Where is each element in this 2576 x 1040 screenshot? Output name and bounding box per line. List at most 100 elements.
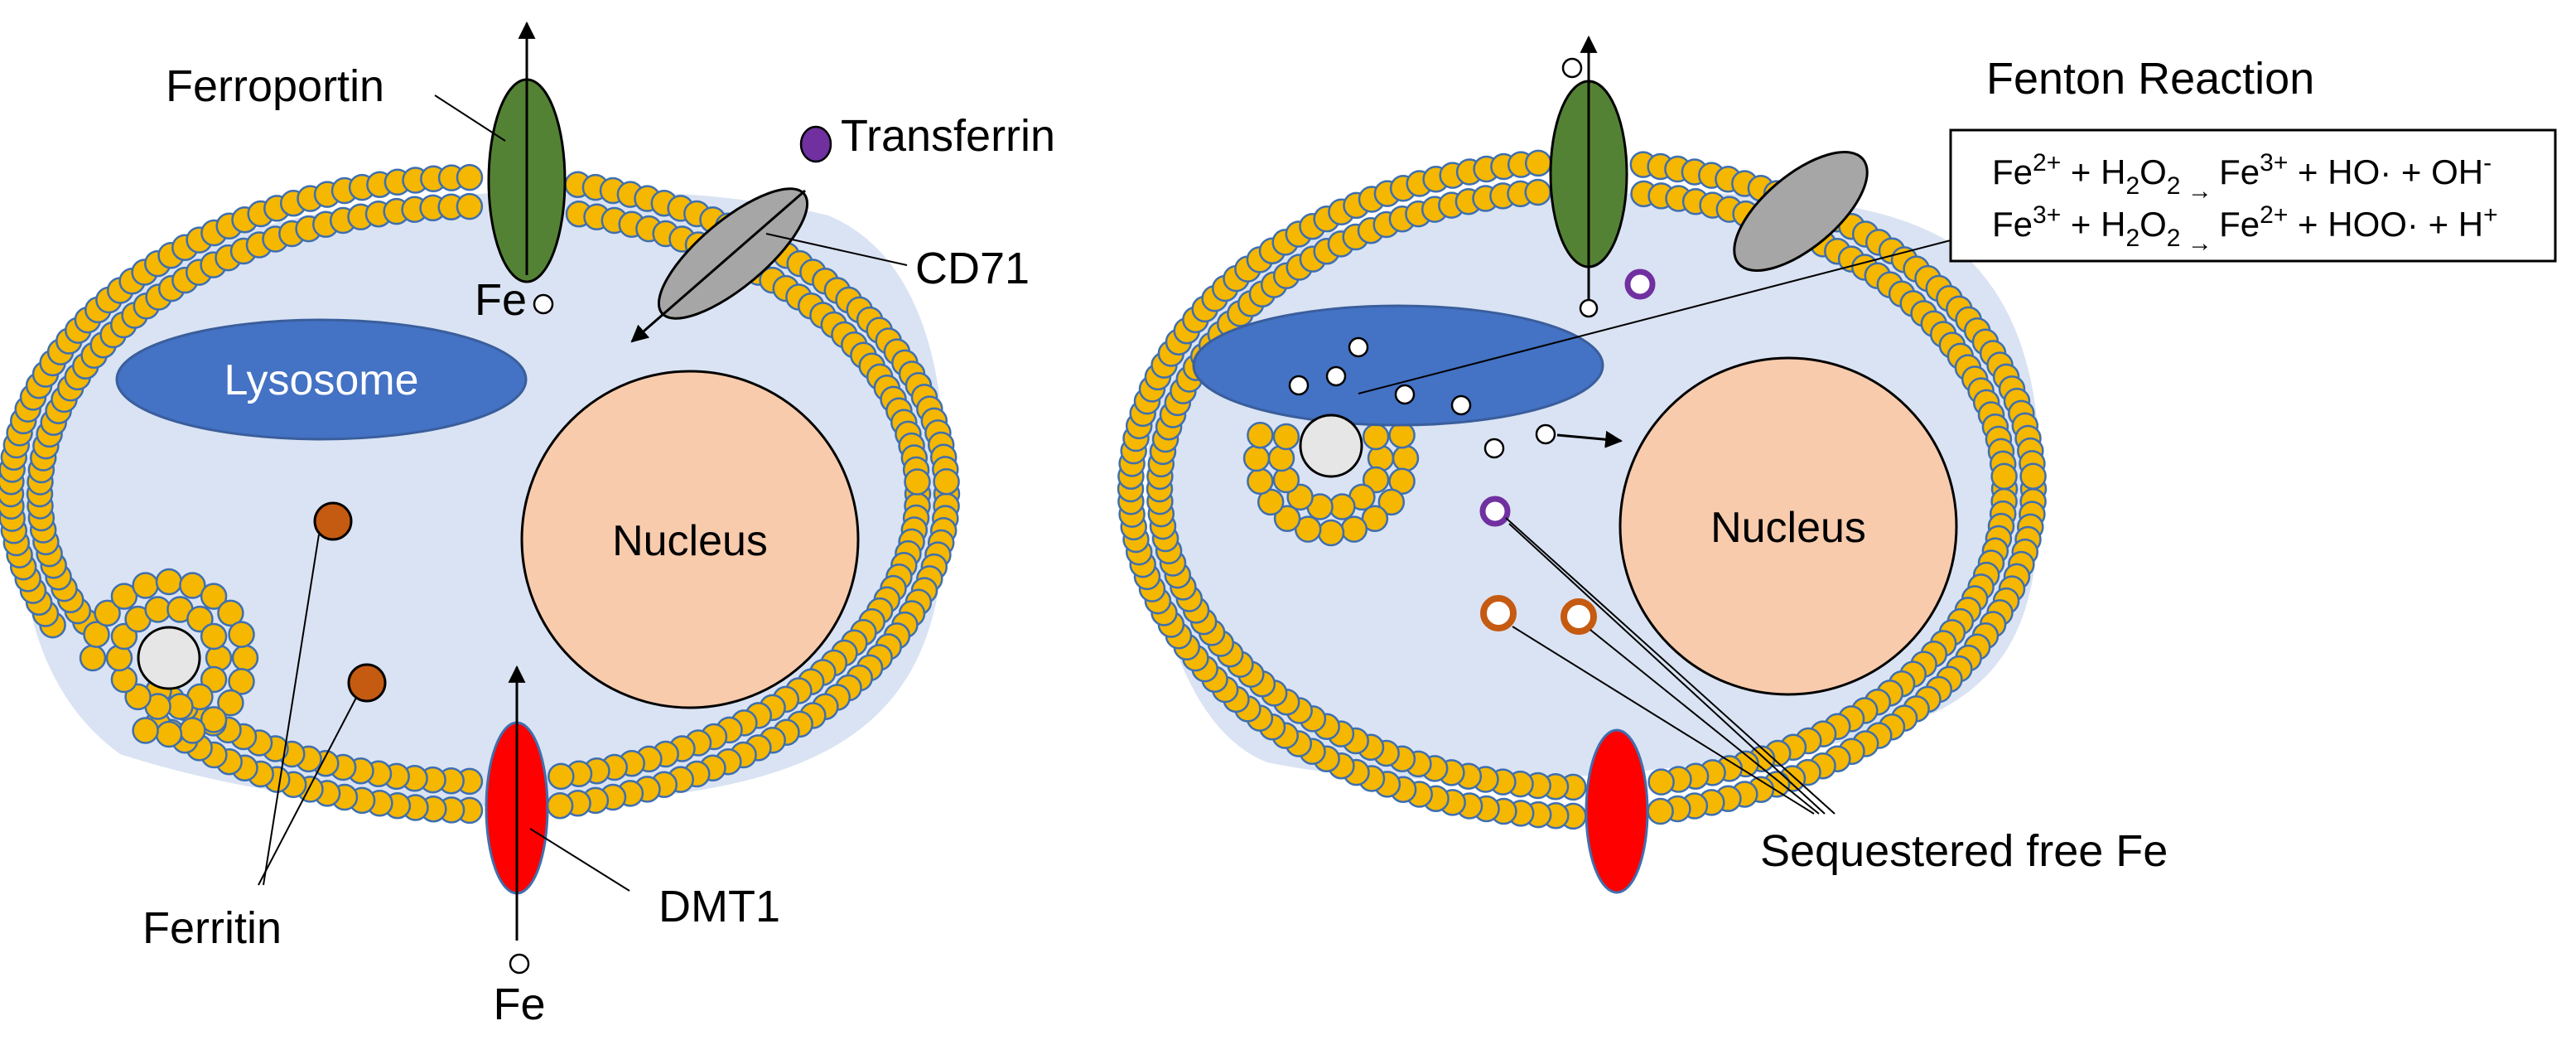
cd71-label: CD71	[915, 244, 1030, 293]
endosome-bead	[186, 605, 214, 633]
endosome-bead	[200, 665, 228, 694]
sequestered-leader-2	[1508, 523, 1826, 815]
right-cell: Nucleus Sequestered free Fe Fenton React…	[1117, 35, 2557, 894]
endosome-bead	[1392, 444, 1420, 472]
left-nucleus-label: Nucleus	[612, 517, 768, 565]
ferritin-2	[347, 663, 387, 703]
right-endosome-vesicle	[1299, 414, 1363, 478]
endosome-bead	[1377, 488, 1406, 516]
endosome-bead	[1388, 467, 1416, 496]
right-lysosome	[1192, 304, 1604, 427]
right-dmt1-channel	[1585, 728, 1649, 894]
endosome-bead	[1242, 444, 1271, 472]
free-fe-to-nucleus-arrow	[1556, 430, 1623, 448]
membrane-bead	[1524, 149, 1552, 177]
endosome-bead	[179, 572, 206, 599]
endosome-bead	[1247, 467, 1274, 496]
right-fe-below-ferroportin	[1579, 298, 1599, 318]
fe-label-bottom: Fe	[493, 980, 545, 1029]
endosome-bead	[1247, 421, 1274, 449]
left-lysosome-label: Lysosome	[224, 356, 418, 404]
endosome-bead	[132, 717, 159, 744]
transferrin-uptake-arrow	[630, 189, 806, 343]
endosome-bead	[228, 621, 255, 648]
endosome-bead	[1362, 466, 1390, 494]
endosome-bead	[179, 717, 206, 744]
left-endosome-vesicle	[137, 626, 201, 690]
right-fe-exported	[1561, 57, 1583, 79]
dmt1-label: DMT1	[658, 882, 780, 931]
endosome-bead	[94, 599, 121, 627]
endosome-bead	[228, 668, 255, 695]
sequestered-free-fe-label: Sequestered free Fe	[1760, 826, 2168, 876]
free-fe-3	[1535, 423, 1556, 445]
ferritin-1	[313, 501, 353, 541]
lysosome-fe-ion	[1450, 394, 1472, 416]
endosome-bead	[132, 572, 159, 599]
endosome-bead	[1294, 515, 1322, 543]
sequestered-leader-3	[1512, 626, 1815, 815]
lysosome-free-fe	[1288, 336, 1472, 416]
fenton-title: Fenton Reaction	[1986, 54, 2314, 104]
endosome-bead	[1286, 483, 1314, 511]
endosome-bead	[1257, 488, 1285, 516]
transferrin-molecule	[799, 125, 832, 163]
endosome-bead	[200, 706, 228, 733]
endosome-bead	[217, 689, 244, 717]
ferroportin-label: Ferroportin	[166, 61, 384, 111]
lysosome-fe-ion	[1288, 375, 1310, 396]
sequestered-ferritin-fe-1	[1480, 595, 1517, 631]
ferritin-leader-2	[258, 697, 357, 886]
sequestered-transferrin-fe	[1479, 496, 1511, 527]
membrane-bead	[548, 762, 575, 791]
membrane-bead	[933, 467, 960, 496]
endosome-bead	[110, 622, 138, 651]
membrane-bead	[2019, 462, 2047, 490]
transferrin-bound-fe	[1624, 268, 1656, 300]
membrane-bead	[456, 192, 484, 220]
endosome-bead	[1388, 421, 1416, 449]
membrane-bead	[546, 791, 574, 820]
ferroportin-leader	[434, 94, 506, 142]
membrane-bead	[1647, 797, 1674, 825]
endosome-bead	[155, 720, 183, 748]
cd71-leader	[765, 233, 908, 266]
membrane-bead	[1524, 178, 1551, 206]
right-cd71-receptor	[1733, 151, 1869, 272]
endosome-bead	[144, 596, 171, 623]
fe-ion-bottom	[509, 953, 530, 975]
endosome-bead	[200, 622, 228, 651]
sequestered-ferritin-fe-2	[1561, 598, 1597, 635]
endosome-bead	[79, 644, 107, 672]
right-cell-membrane	[1117, 149, 2048, 830]
right-nucleus-label: Nucleus	[1710, 504, 1866, 552]
sequestered-leader-1	[1505, 517, 1836, 815]
fe-label-top: Fe	[475, 275, 527, 325]
left-endosome	[79, 568, 259, 748]
lysosome-fe-ion	[1348, 336, 1369, 358]
free-fe-2	[1483, 438, 1505, 459]
transferrin-label: Transferrin	[841, 111, 1055, 161]
membrane-bead	[456, 163, 484, 191]
endosome-bead	[1361, 505, 1389, 533]
dmt1-leader	[529, 828, 630, 892]
endosome-bead	[124, 683, 152, 711]
ferritin-label: Ferritin	[142, 903, 282, 953]
fe-ion-top	[533, 293, 554, 315]
endosome-bead	[110, 583, 138, 610]
endosome-bead	[200, 583, 228, 610]
left-nucleus	[520, 370, 860, 709]
endosome-bead	[83, 621, 110, 648]
endosome-bead	[166, 693, 194, 720]
right-nucleus	[1618, 356, 1958, 696]
left-cell-membrane	[0, 163, 961, 825]
endosome-bead	[1272, 423, 1300, 451]
endosome-bead	[1329, 493, 1356, 520]
left-lysosome	[115, 318, 528, 441]
endosome-bead	[1317, 519, 1345, 547]
membrane-bead	[1647, 768, 1675, 796]
lysosome-fe-ion	[1325, 365, 1347, 387]
fenton-leader	[1358, 239, 1951, 394]
endosome-bead	[1340, 515, 1368, 543]
left-cell: Lysosome Nucleus Fe Ferroportin Transfer…	[0, 21, 1055, 1029]
